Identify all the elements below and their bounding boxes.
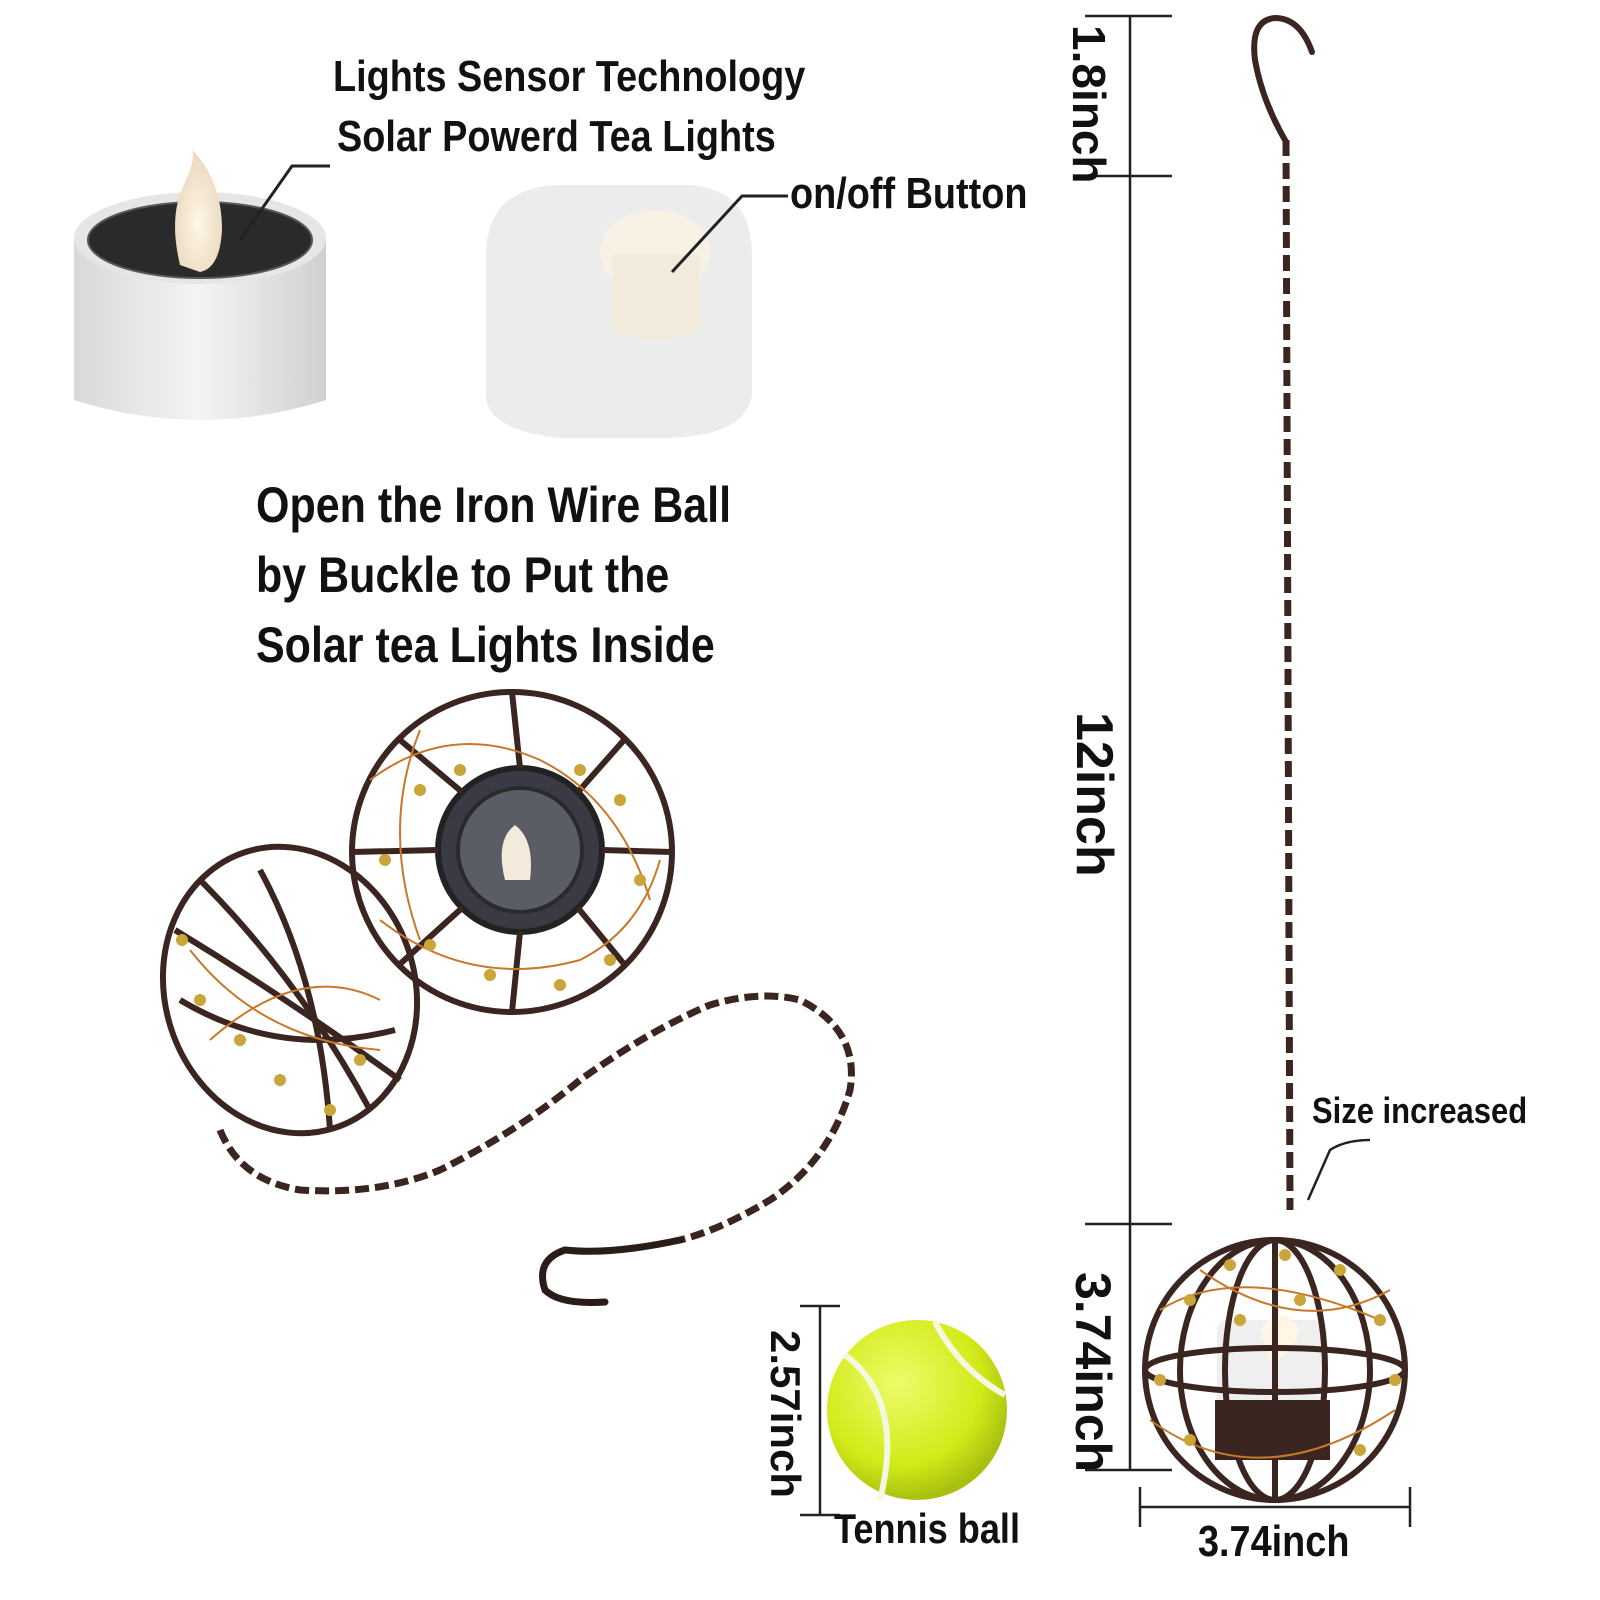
loose-hook-icon — [539, 1236, 684, 1306]
width-dimension-line — [1138, 1487, 1412, 1527]
hanging-hook-icon — [1251, 14, 1315, 143]
open-wire-ball-icon — [159, 689, 675, 1137]
tennis-dimension-bracket — [800, 1304, 840, 1517]
chain-length-label: 12inch — [1065, 712, 1123, 877]
button-callout-line — [670, 194, 788, 274]
instruction-line-1: Open the Iron Wire Ball — [256, 477, 732, 533]
tennis-ball-icon — [827, 1320, 1007, 1501]
on-off-button-label: on/off Button — [790, 169, 1028, 218]
headline-line-2: Solar Powerd Tea Lights — [337, 112, 776, 161]
size-increased-label: Size increased — [1312, 1090, 1528, 1131]
copper-wire-strands — [189, 729, 661, 1051]
tea-light-bottom-icon — [486, 185, 752, 438]
hanging-chain-icon — [1282, 139, 1294, 1211]
height-dimension-line — [1085, 14, 1172, 1472]
tennis-ball-label: Tennis ball — [834, 1505, 1020, 1552]
tennis-diameter-label: 2.57inch — [762, 1330, 809, 1499]
ball-height-label: 3.74inch — [1065, 1272, 1121, 1473]
hook-length-label: 1.8inch — [1063, 25, 1115, 184]
loose-chain-icon — [216, 992, 855, 1244]
instruction-line-2: by Buckle to Put the — [256, 547, 670, 603]
bead-decorations — [176, 764, 646, 1116]
solar-tea-light-icon — [74, 150, 326, 420]
sensor-callout-line — [238, 164, 330, 241]
hanging-wire-ball-icon — [1142, 1237, 1408, 1503]
instruction-line-3: Solar tea Lights Inside — [256, 617, 715, 673]
ball-width-label: 3.74inch — [1198, 1517, 1350, 1566]
size-callout-line — [1306, 1138, 1371, 1201]
headline-line-1: Lights Sensor Technology — [333, 52, 806, 101]
